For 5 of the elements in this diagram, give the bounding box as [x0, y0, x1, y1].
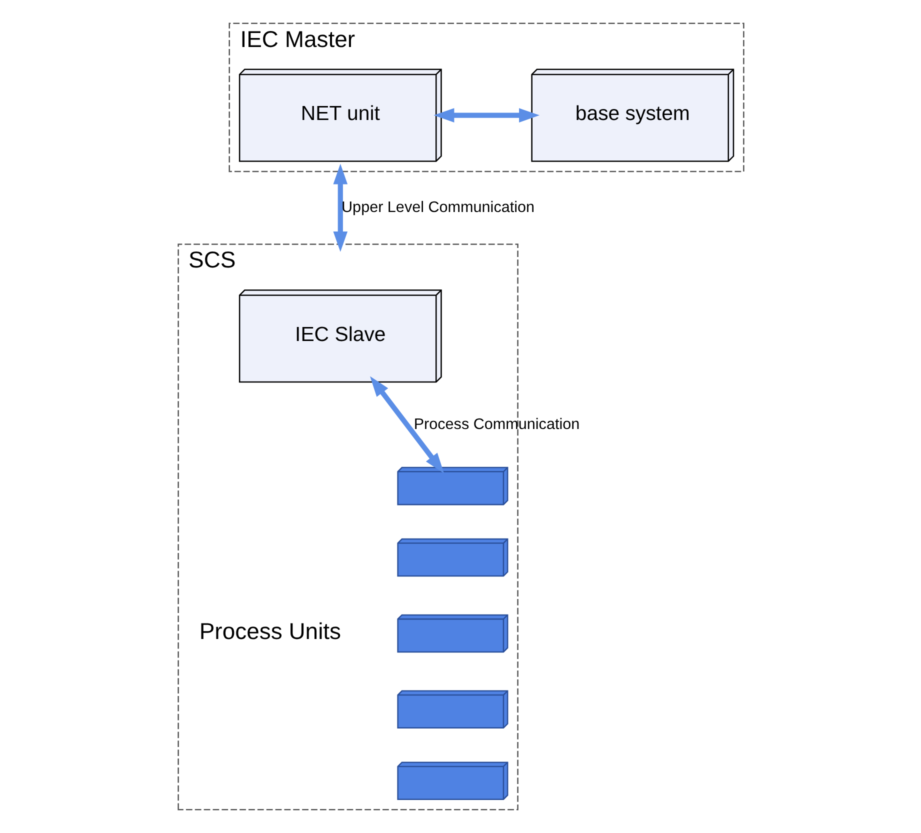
arrow — [332, 164, 348, 252]
label: Process Units — [198, 618, 341, 644]
arrow — [433, 108, 540, 122]
edge-label: Process Communication — [413, 416, 580, 433]
arrow — [370, 376, 444, 474]
